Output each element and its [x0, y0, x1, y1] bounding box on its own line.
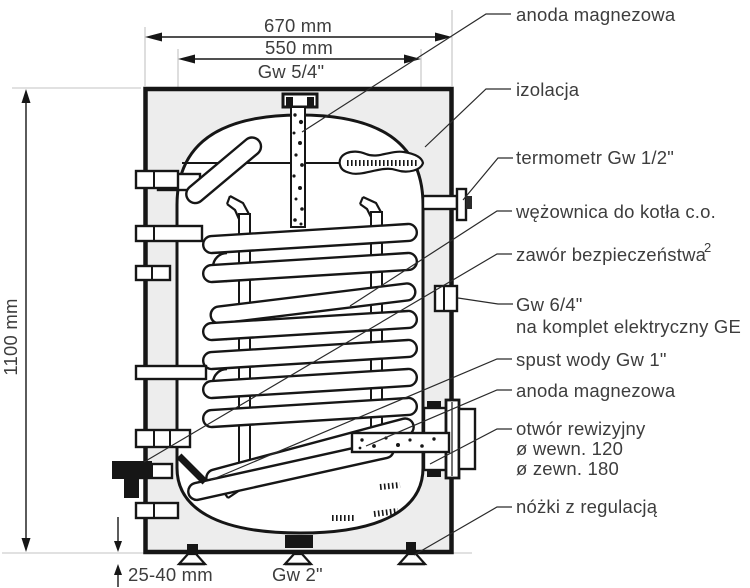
top-anode-assembly — [281, 92, 319, 228]
label-drain: spust wody Gw 1" — [516, 349, 667, 370]
dim-drain-thread: Gw 2" — [272, 564, 323, 585]
dim-outer-width: 670 mm — [264, 15, 332, 36]
left-connection-stubs — [112, 169, 208, 520]
bottom-anode-rod — [350, 431, 451, 454]
label-insulation: izolacja — [516, 79, 580, 100]
label-electric-port-desc: na komplet elektryczny GE — [516, 316, 741, 337]
thermometer-port — [421, 187, 472, 222]
label-electric-port-thread: Gw 6/4" — [516, 294, 583, 315]
drain-stub-pipe — [176, 453, 208, 485]
label-anode-top: anoda magnezowa — [516, 4, 676, 25]
anode-speckles — [292, 113, 304, 226]
label-inspection-inner-diameter: ø wewn. 120 — [516, 438, 623, 459]
safety-valve-fitting — [112, 461, 152, 498]
label-thermometer: termometr Gw 1/2" — [516, 147, 674, 168]
corrugated-sleeve — [338, 150, 425, 175]
adjustable-foot-left — [176, 552, 208, 566]
label-safety-valve-footnote: 2 — [704, 240, 711, 255]
dome-seam — [182, 150, 425, 175]
label-inspection-outer-diameter: ø zewn. 180 — [516, 458, 619, 479]
label-coil: wężownica do kotła c.o. — [515, 201, 716, 222]
dim-height: 1100 mm — [0, 298, 21, 375]
label-inspection-opening: otwór rewizyjny — [516, 418, 646, 439]
adjustable-foot-middle — [282, 552, 314, 566]
adjustable-foot-right — [396, 552, 428, 566]
label-anode-bottom: anoda magnezowa — [516, 380, 676, 401]
leader-lines — [143, 13, 513, 556]
dim-feet-height: 25-40 mm — [128, 564, 213, 585]
right-fittings — [350, 187, 477, 480]
dimension-labels: 670 mm 550 mm Gw 5/4" 1100 mm 25-40 mm G… — [0, 15, 333, 585]
drain-port — [285, 535, 313, 548]
part-labels: anoda magnezowa izolacja termometr Gw 1/… — [515, 4, 741, 517]
dim-top-thread: Gw 5/4" — [258, 61, 325, 82]
label-safety-valve: zawór bezpieczeństwa — [516, 244, 707, 265]
bottom-assembly — [176, 482, 428, 566]
anode-rod — [290, 106, 306, 228]
dimension-lines — [21, 32, 452, 587]
label-feet: nóżki z regulacją — [516, 496, 658, 517]
dim-inner-width: 550 mm — [265, 37, 333, 58]
electric-heater-port — [433, 284, 459, 313]
